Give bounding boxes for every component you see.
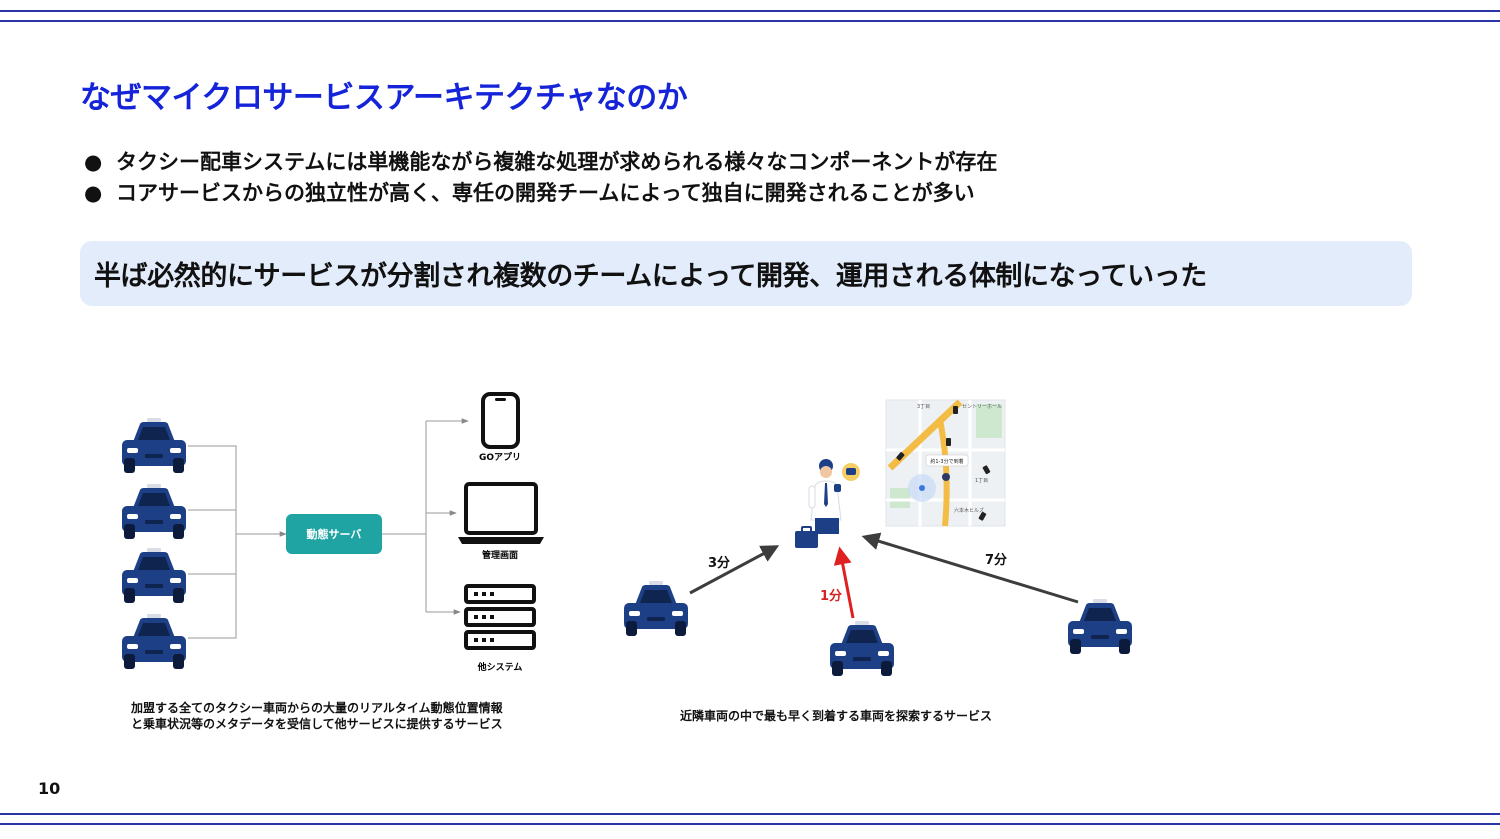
time-label-left: 3分 — [708, 555, 730, 571]
map-label-place-a: セントリーホール — [962, 404, 1002, 410]
bullet-text: コアサービスからの独立性が高く、専任の開発チームによって独自に開発されることが多… — [116, 181, 975, 205]
left-diagram-caption: 加盟する全てのタクシー車両からの大量のリアルタイム動態位置情報 と乗車状況等のメ… — [131, 700, 503, 732]
bottom-rule-1 — [0, 813, 1500, 815]
briefcase-icon — [795, 526, 818, 548]
callout-box: 半ば必然的にサービスが分割され複数のチームによって開発、運用される体制になってい… — [80, 241, 1412, 306]
map-thumbnail: 約1-3分で到着 3丁目 1丁目 セントリーホール 六本木ヒルズ — [885, 399, 1006, 527]
time-label-center: 1分 — [820, 588, 842, 604]
taxi-icon — [624, 581, 688, 636]
callout-text: 半ば必然的にサービスが分割され複数のチームによって開発、運用される体制になってい… — [94, 261, 1207, 292]
bullet-item: ● タクシー配車システムには単機能ながら複雑な処理が求められる様々なコンポーネント… — [84, 147, 997, 178]
server-rack-icon — [464, 584, 536, 650]
taxi-icon — [122, 548, 186, 603]
map-label-block-a: 3丁目 — [917, 404, 930, 410]
bullet-item: ● コアサービスからの独立性が高く、専任の開発チームによって独自に開発されることが… — [84, 178, 997, 209]
taxi-icon — [1068, 599, 1132, 654]
slide-title: なぜマイクロサービスアーキテクチャなのか — [80, 80, 688, 116]
bullet-list: ● タクシー配車システムには単機能ながら複雑な処理が求められる様々なコンポーネント… — [84, 147, 997, 209]
bottom-rule-2 — [0, 823, 1500, 825]
bullet-marker: ● — [84, 150, 103, 174]
map-label-block-b: 1丁目 — [975, 478, 988, 484]
page-number: 10 — [38, 779, 61, 798]
connector-lines — [188, 418, 469, 639]
arrow-right — [861, 532, 1079, 604]
laptop-icon — [458, 482, 544, 544]
map-car-markers — [896, 406, 991, 521]
top-rule-2 — [0, 20, 1500, 22]
output-label-app: GOアプリ — [479, 451, 521, 463]
output-label-other: 他システム — [477, 661, 523, 673]
top-rule-1 — [0, 10, 1500, 12]
map-eta-label: 約1-3分で到着 — [930, 458, 963, 465]
taxi-icon — [830, 621, 894, 676]
taxi-icon — [122, 614, 186, 669]
time-label-right: 7分 — [985, 552, 1007, 568]
taxi-icon — [122, 484, 186, 539]
arrow-center — [833, 546, 855, 619]
arrow-left — [689, 545, 780, 595]
server-label: 動態サーバ — [307, 527, 362, 541]
bullet-text: タクシー配車システムには単機能ながら複雑な処理が求められる様々なコンポーネントが… — [116, 150, 998, 174]
taxi-icon — [122, 418, 186, 473]
caption-line: と乗車状況等のメタデータを受信して他サービスに提供するサービス — [131, 717, 503, 731]
caption-line: 加盟する全てのタクシー車両からの大量のリアルタイム動態位置情報 — [131, 701, 503, 715]
smartphone-icon — [481, 392, 520, 449]
bullet-marker: ● — [84, 181, 103, 205]
right-diagram-caption: 近隣車両の中で最も早く到着する車両を探索するサービス — [680, 709, 993, 723]
output-label-admin: 管理画面 — [482, 549, 518, 561]
map-label-place-b: 六本木ヒルズ — [954, 507, 984, 514]
server-box: 動態サーバ — [286, 514, 382, 554]
person-illustration — [808, 459, 860, 534]
